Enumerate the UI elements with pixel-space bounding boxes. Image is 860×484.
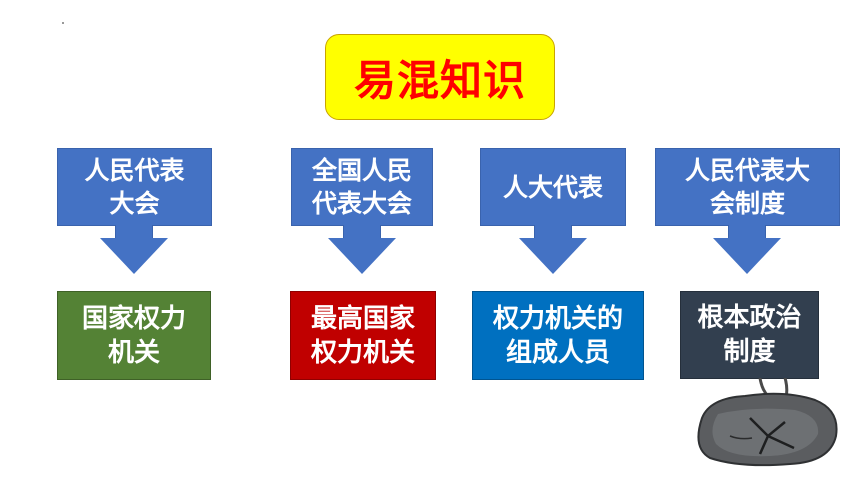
concept-callout-1: 人民代表 大会: [57, 148, 212, 274]
cracked-stone-decoration: [697, 378, 838, 467]
callout-stem-1: [115, 225, 153, 239]
result-box-1: 国家权力 机关: [57, 291, 211, 380]
concept-label-1: 人民代表 大会: [57, 148, 212, 226]
concept-callout-3: 人大代表: [480, 148, 626, 274]
decorative-dot: [62, 22, 64, 24]
callout-arrow-3: [519, 238, 587, 274]
concept-label-2: 全国人民 代表大会: [291, 148, 433, 226]
concept-label-3: 人大代表: [480, 148, 626, 226]
callout-arrow-2: [328, 238, 396, 274]
concept-label-4: 人民代表大 会制度: [655, 148, 840, 226]
callout-arrow-4: [713, 238, 781, 274]
result-box-2: 最高国家 权力机关: [290, 291, 436, 380]
callout-arrow-1: [100, 238, 168, 274]
callout-stem-2: [343, 225, 381, 239]
result-box-3: 权力机关的 组成人员: [472, 291, 644, 380]
callout-stem-4: [728, 225, 766, 239]
callout-stem-3: [534, 225, 572, 239]
concept-callout-4: 人民代表大 会制度: [655, 148, 840, 274]
concept-callout-2: 全国人民 代表大会: [291, 148, 433, 274]
page-title: 易混知识: [325, 34, 555, 120]
result-box-4: 根本政治 制度: [680, 291, 819, 379]
